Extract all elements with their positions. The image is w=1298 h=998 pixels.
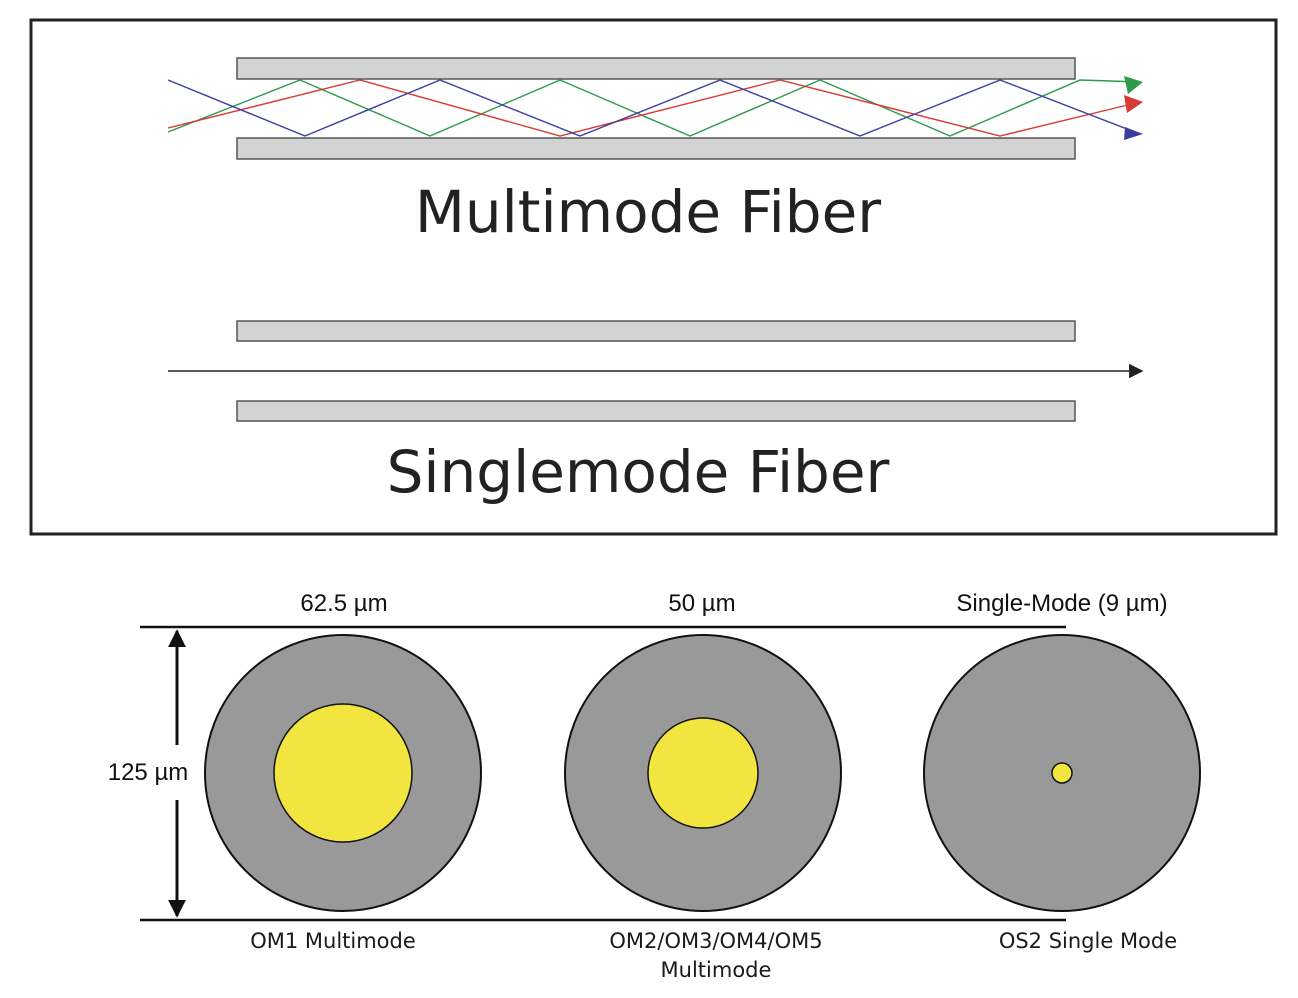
singlemode-upper-cladding xyxy=(236,320,1076,342)
singlemode-fiber: Singlemode Fiber xyxy=(168,320,1144,506)
singlemode-title: Singlemode Fiber xyxy=(387,438,890,506)
blue-light-ray xyxy=(167,79,1141,137)
multimode-fiber: Multimode Fiber xyxy=(167,57,1143,246)
fiber-cross-sections: 125 µm 62.5 µm OM1 Multimode 50 µm OM2/O… xyxy=(102,590,1201,982)
om2-core-size-label: 50 µm xyxy=(668,590,735,617)
singlemode-lower-cladding xyxy=(236,400,1076,422)
blue-arrowhead xyxy=(1124,127,1143,140)
os2-caption: OS2 Single Mode xyxy=(999,929,1177,953)
om1-core-size-label: 62.5 µm xyxy=(300,590,387,617)
os2-core xyxy=(1051,762,1073,784)
om1-core xyxy=(273,703,413,843)
green-light-ray xyxy=(167,79,1141,137)
om2-core xyxy=(647,717,759,829)
fiber-modes-panel: Multimode Fiber Singlemode Fiber xyxy=(29,18,1278,536)
multimode-lower-cladding xyxy=(236,137,1076,160)
panel-border xyxy=(29,18,1278,536)
om2-caption-line2: Multimode xyxy=(661,958,772,982)
multimode-title: Multimode Fiber xyxy=(415,178,881,246)
red-light-ray xyxy=(167,79,1141,137)
cladding-diameter-label: 125 µm xyxy=(108,759,189,786)
om2-caption-line1: OM2/OM3/OM4/OM5 xyxy=(609,929,822,953)
green-arrowhead xyxy=(1124,76,1143,94)
red-arrowhead xyxy=(1124,95,1143,113)
os2-fiber-section: Single-Mode (9 µm) OS2 Single Mode xyxy=(923,590,1201,953)
os2-core-size-label: Single-Mode (9 µm) xyxy=(956,590,1167,617)
multimode-upper-cladding xyxy=(236,57,1076,80)
om1-fiber-section: 62.5 µm OM1 Multimode xyxy=(204,590,482,953)
om1-caption: OM1 Multimode xyxy=(250,929,416,953)
diameter-dimension: 125 µm xyxy=(102,629,198,918)
om2-om5-fiber-section: 50 µm OM2/OM3/OM4/OM5 Multimode xyxy=(564,590,842,982)
